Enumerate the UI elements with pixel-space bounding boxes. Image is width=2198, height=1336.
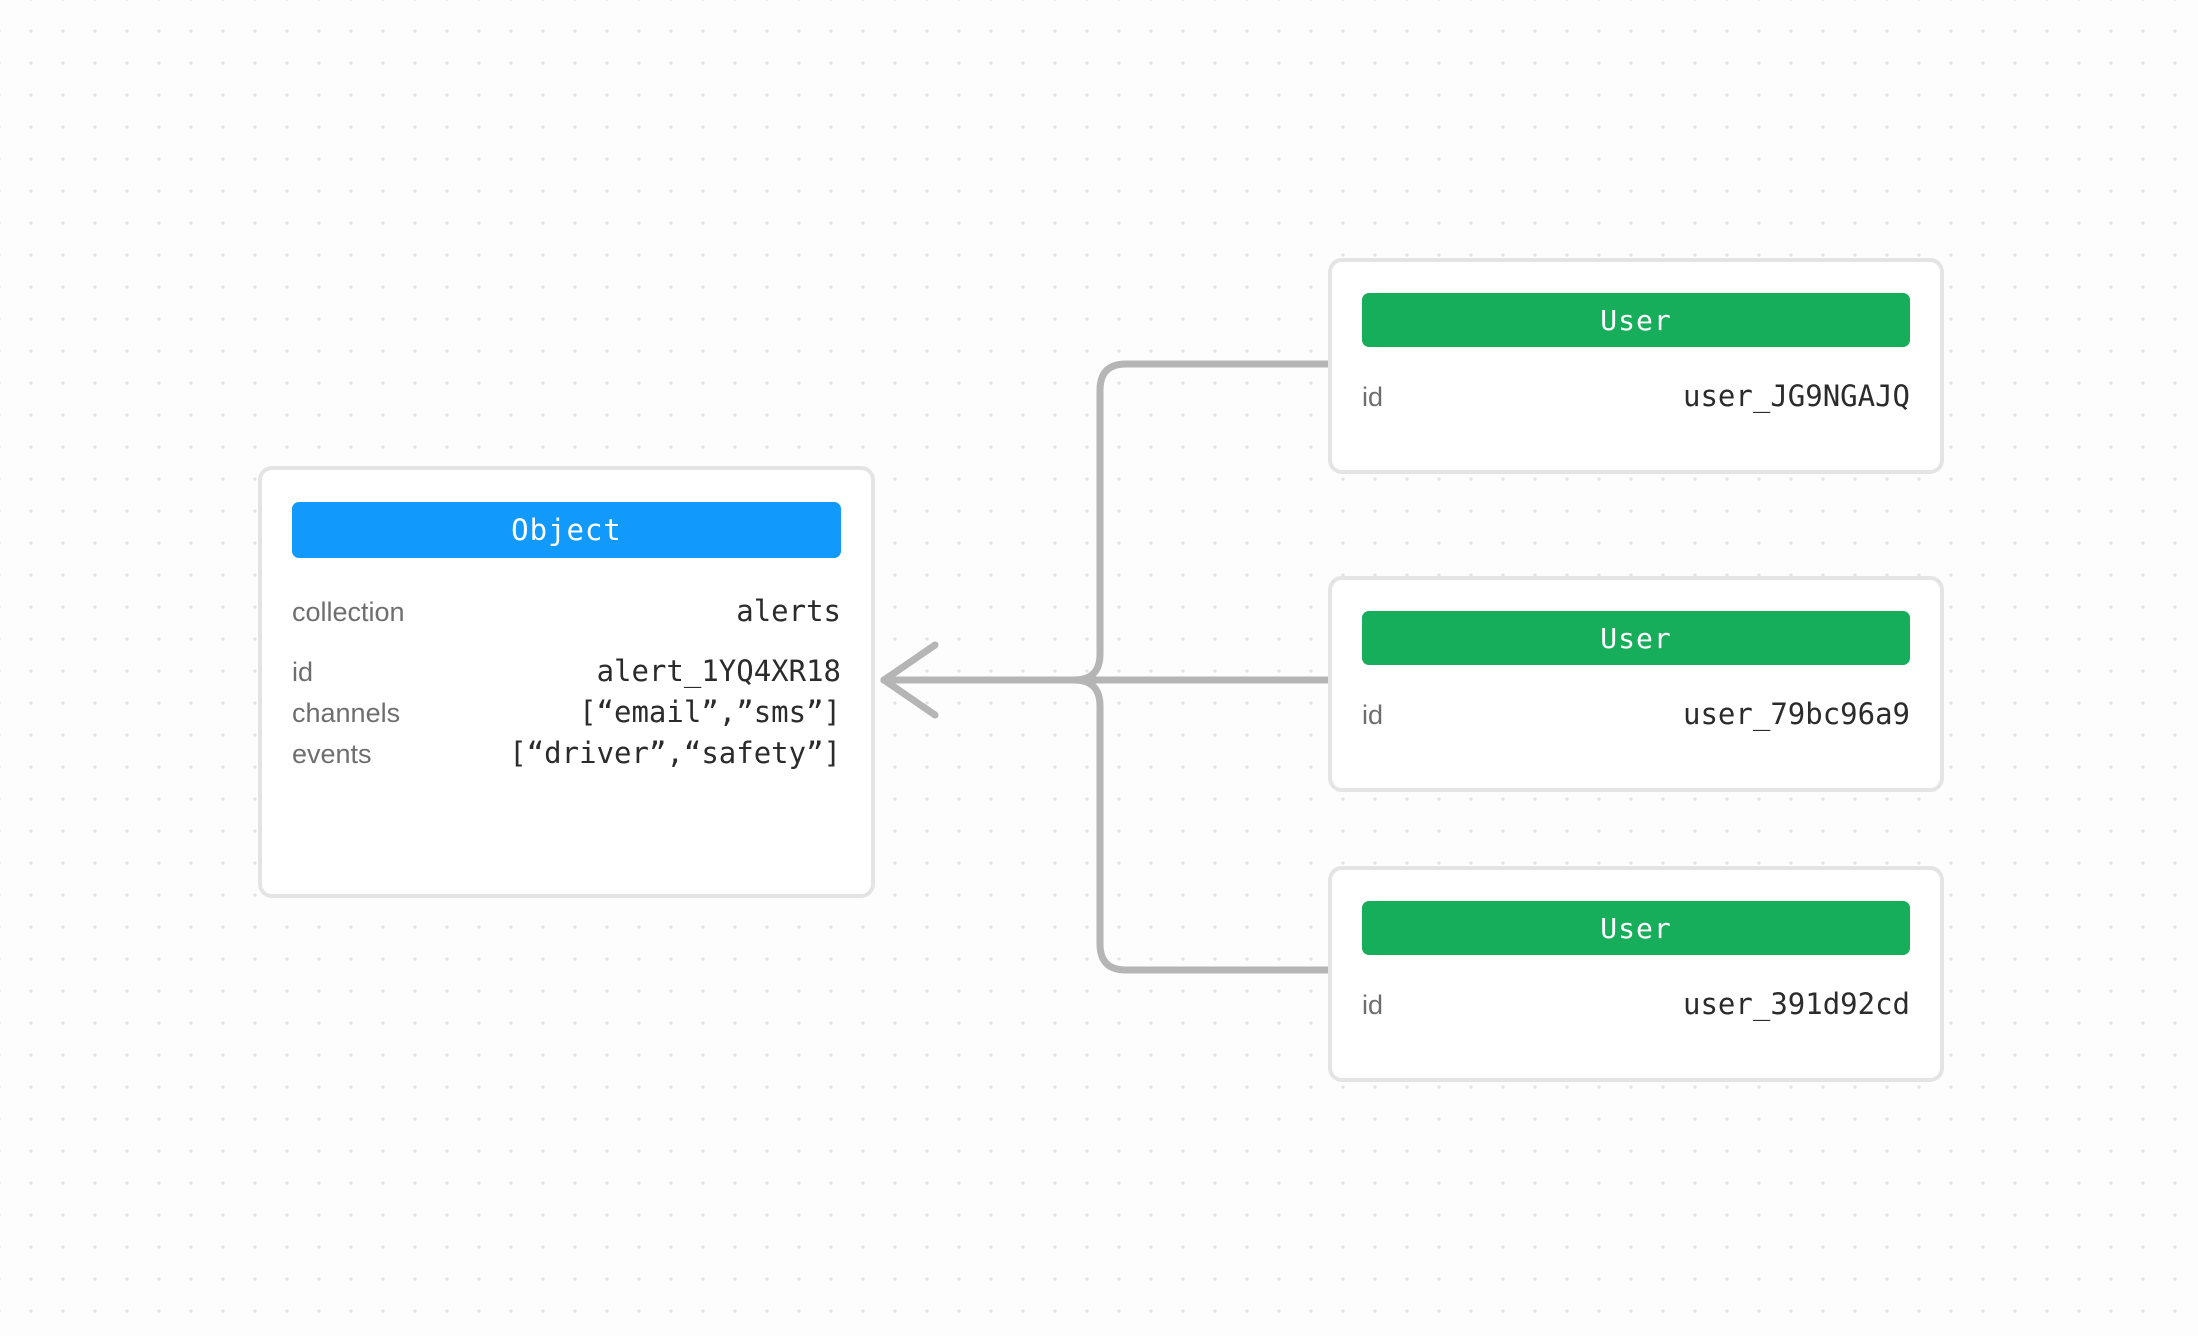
field-value-id: user_391d92cd: [1683, 987, 1910, 1021]
field-label-id: id: [1362, 382, 1384, 412]
edge-user-2-to-object: [880, 676, 1332, 974]
field-label-events: events: [292, 739, 372, 769]
object-field-group-0: collection alerts: [292, 594, 841, 628]
field-value-channels: [“email”,”sms”]: [579, 695, 841, 729]
field-value-collection: alerts: [736, 594, 841, 628]
user-node-2[interactable]: User id user_391d92cd: [1328, 866, 1944, 1082]
field-label-collection: collection: [292, 597, 405, 627]
field-row-events: events [“driver”,“safety”]: [292, 736, 841, 770]
field-row-id: id user_JG9NGAJQ: [1362, 379, 1910, 413]
field-label-id: id: [1362, 700, 1384, 730]
user-node-1-body: id user_79bc96a9: [1362, 697, 1910, 762]
field-label-channels: channels: [292, 698, 401, 728]
field-label-id: id: [1362, 990, 1384, 1020]
field-row-collection: collection alerts: [292, 594, 841, 628]
object-field-group-1: id alert_1YQ4XR18 channels [“email”,”sms…: [292, 654, 841, 770]
user-node-0-header: User: [1362, 293, 1910, 347]
user-node-0[interactable]: User id user_JG9NGAJQ: [1328, 258, 1944, 474]
field-value-id: user_79bc96a9: [1683, 697, 1910, 731]
object-node[interactable]: Object collection alerts id alert_1YQ4XR…: [258, 466, 875, 898]
user-node-1-header: User: [1362, 611, 1910, 665]
field-value-id: user_JG9NGAJQ: [1683, 379, 1910, 413]
user-node-0-body: id user_JG9NGAJQ: [1362, 379, 1910, 444]
field-row-id: id user_79bc96a9: [1362, 697, 1910, 731]
user-node-1[interactable]: User id user_79bc96a9: [1328, 576, 1944, 792]
edge-arrowhead-icon: [880, 641, 939, 719]
field-row-id: id alert_1YQ4XR18: [292, 654, 841, 688]
field-value-id: alert_1YQ4XR18: [596, 654, 841, 688]
field-label-id: id: [292, 657, 314, 687]
user-node-2-body: id user_391d92cd: [1362, 987, 1910, 1052]
field-row-channels: channels [“email”,”sms”]: [292, 695, 841, 729]
object-node-header: Object: [292, 502, 841, 558]
object-node-body: collection alerts id alert_1YQ4XR18 chan…: [292, 594, 841, 868]
field-row-id: id user_391d92cd: [1362, 987, 1910, 1021]
user-node-2-header: User: [1362, 901, 1910, 955]
edge-user-0-to-object: [880, 360, 1332, 684]
field-value-events: [“driver”,“safety”]: [509, 736, 841, 770]
